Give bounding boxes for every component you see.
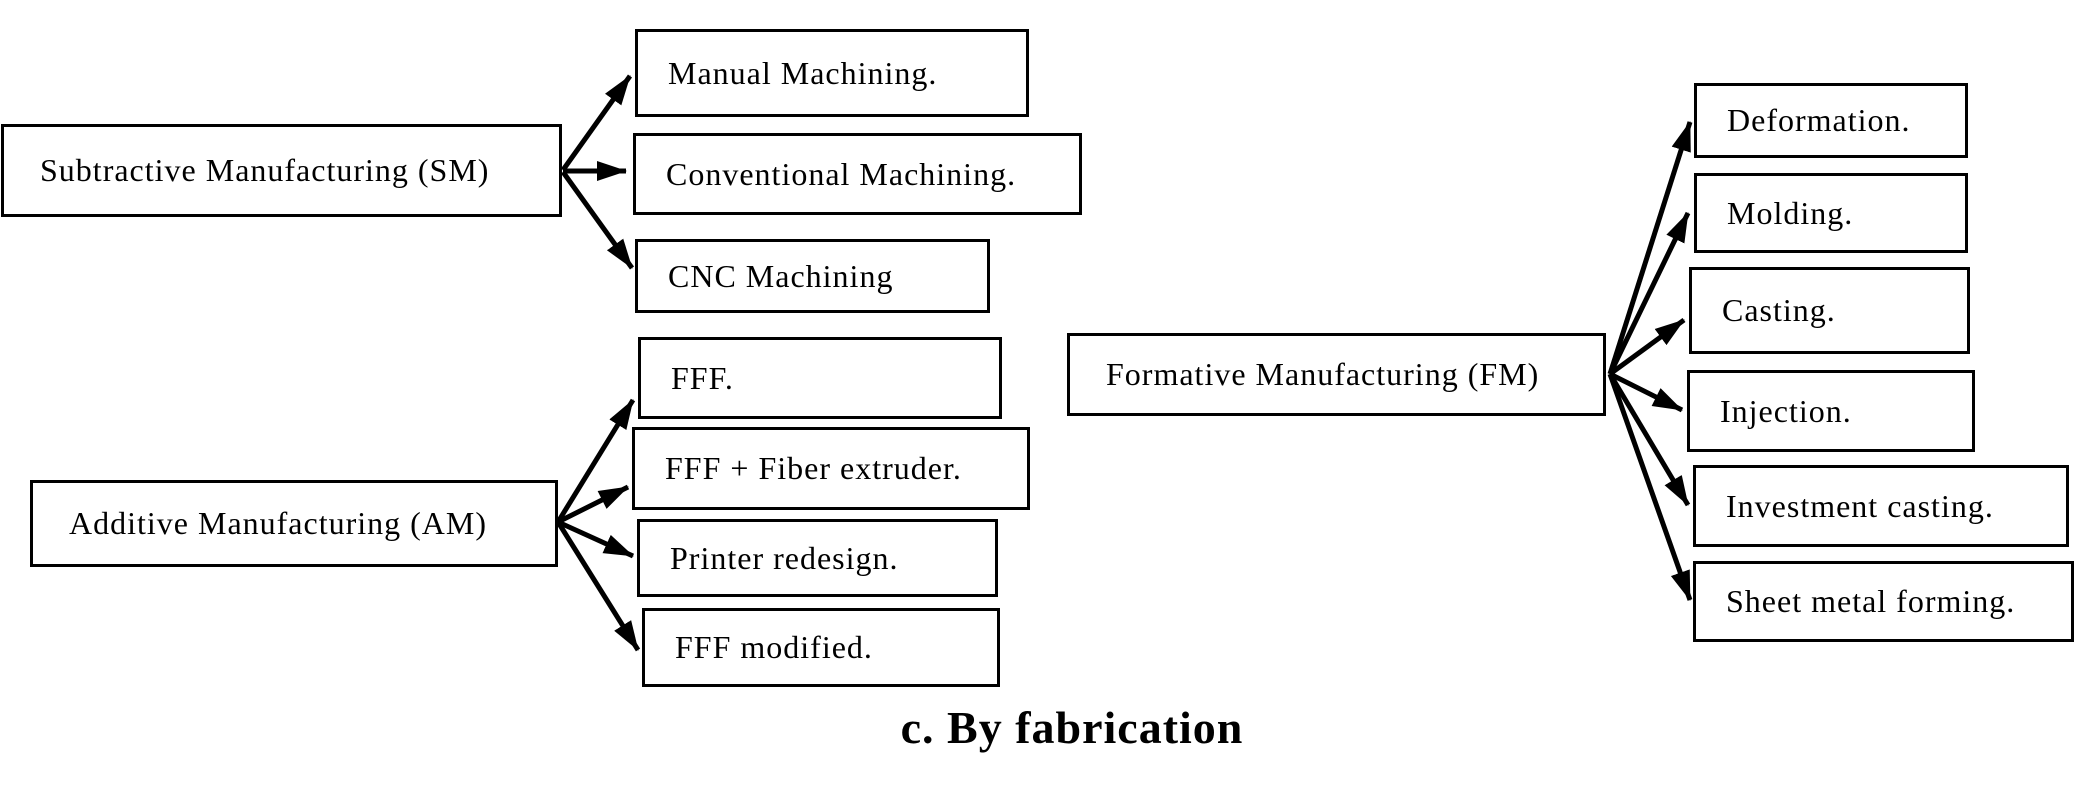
node-cnc-machining: CNC Machining [635, 239, 990, 313]
node-label: Manual Machining. [668, 54, 938, 91]
node-label: Subtractive Manufacturing (SM) [40, 152, 490, 188]
node-label: Molding. [1727, 194, 1854, 231]
arrow-fm-to-sheet-metal-forming [1607, 373, 1693, 601]
node-injection: Injection. [1687, 370, 1975, 452]
node-molding: Molding. [1694, 173, 1968, 253]
figure-caption: c. By fabrication [900, 702, 1244, 753]
node-label: Investment casting. [1726, 487, 1994, 524]
node-formative-manufacturing: Formative Manufacturing (FM) [1067, 333, 1606, 416]
node-label: Additive Manufacturing (AM) [69, 505, 488, 541]
node-casting: Casting. [1689, 267, 1970, 354]
arrow-fm-to-casting [1608, 317, 1686, 377]
node-label: Conventional Machining. [666, 155, 1017, 192]
node-fff: FFF. [638, 337, 1002, 419]
arrow-fm-to-deformation [1607, 121, 1693, 375]
node-label: Injection. [1720, 392, 1852, 429]
node-fff-modified: FFF modified. [642, 608, 1000, 687]
node-label: Printer redesign. [670, 539, 899, 576]
node-deformation: Deformation. [1694, 83, 1968, 158]
arrow-fm-to-investment-casting [1607, 372, 1691, 507]
node-label: Sheet metal forming. [1726, 583, 2016, 619]
node-label: FFF + Fiber extruder. [665, 450, 962, 486]
node-label: Deformation. [1727, 102, 1911, 138]
arrow-fm-to-molding [1607, 211, 1691, 376]
node-label: Formative Manufacturing (FM) [1106, 356, 1540, 392]
arrow-am-to-fff-fiber-extruder [556, 484, 630, 525]
node-additive-manufacturing: Additive Manufacturing (AM) [30, 480, 558, 567]
node-sheet-metal-forming: Sheet metal forming. [1693, 561, 2074, 642]
arrow-am-to-fff-modified [555, 520, 641, 652]
arrow-sm-to-cnc-machining [560, 170, 635, 270]
node-label: FFF modified. [675, 629, 873, 665]
node-subtractive-manufacturing: Subtractive Manufacturing (SM) [1, 124, 562, 217]
node-manual-machining: Manual Machining. [635, 29, 1029, 117]
node-label: FFF. [671, 359, 734, 396]
node-printer-redesign: Printer redesign. [637, 519, 998, 597]
arrow-fm-to-injection [1608, 371, 1684, 413]
arrow-am-to-printer-redesign [556, 519, 635, 559]
node-conventional-machining: Conventional Machining. [633, 133, 1082, 215]
node-label: Casting. [1722, 292, 1836, 328]
arrow-sm-to-manual-machining [560, 74, 633, 172]
arrow-am-to-fff [555, 398, 636, 524]
node-fff-fiber-extruder: FFF + Fiber extruder. [632, 427, 1030, 510]
node-investment-casting: Investment casting. [1693, 465, 2069, 547]
node-label: CNC Machining [668, 257, 894, 294]
